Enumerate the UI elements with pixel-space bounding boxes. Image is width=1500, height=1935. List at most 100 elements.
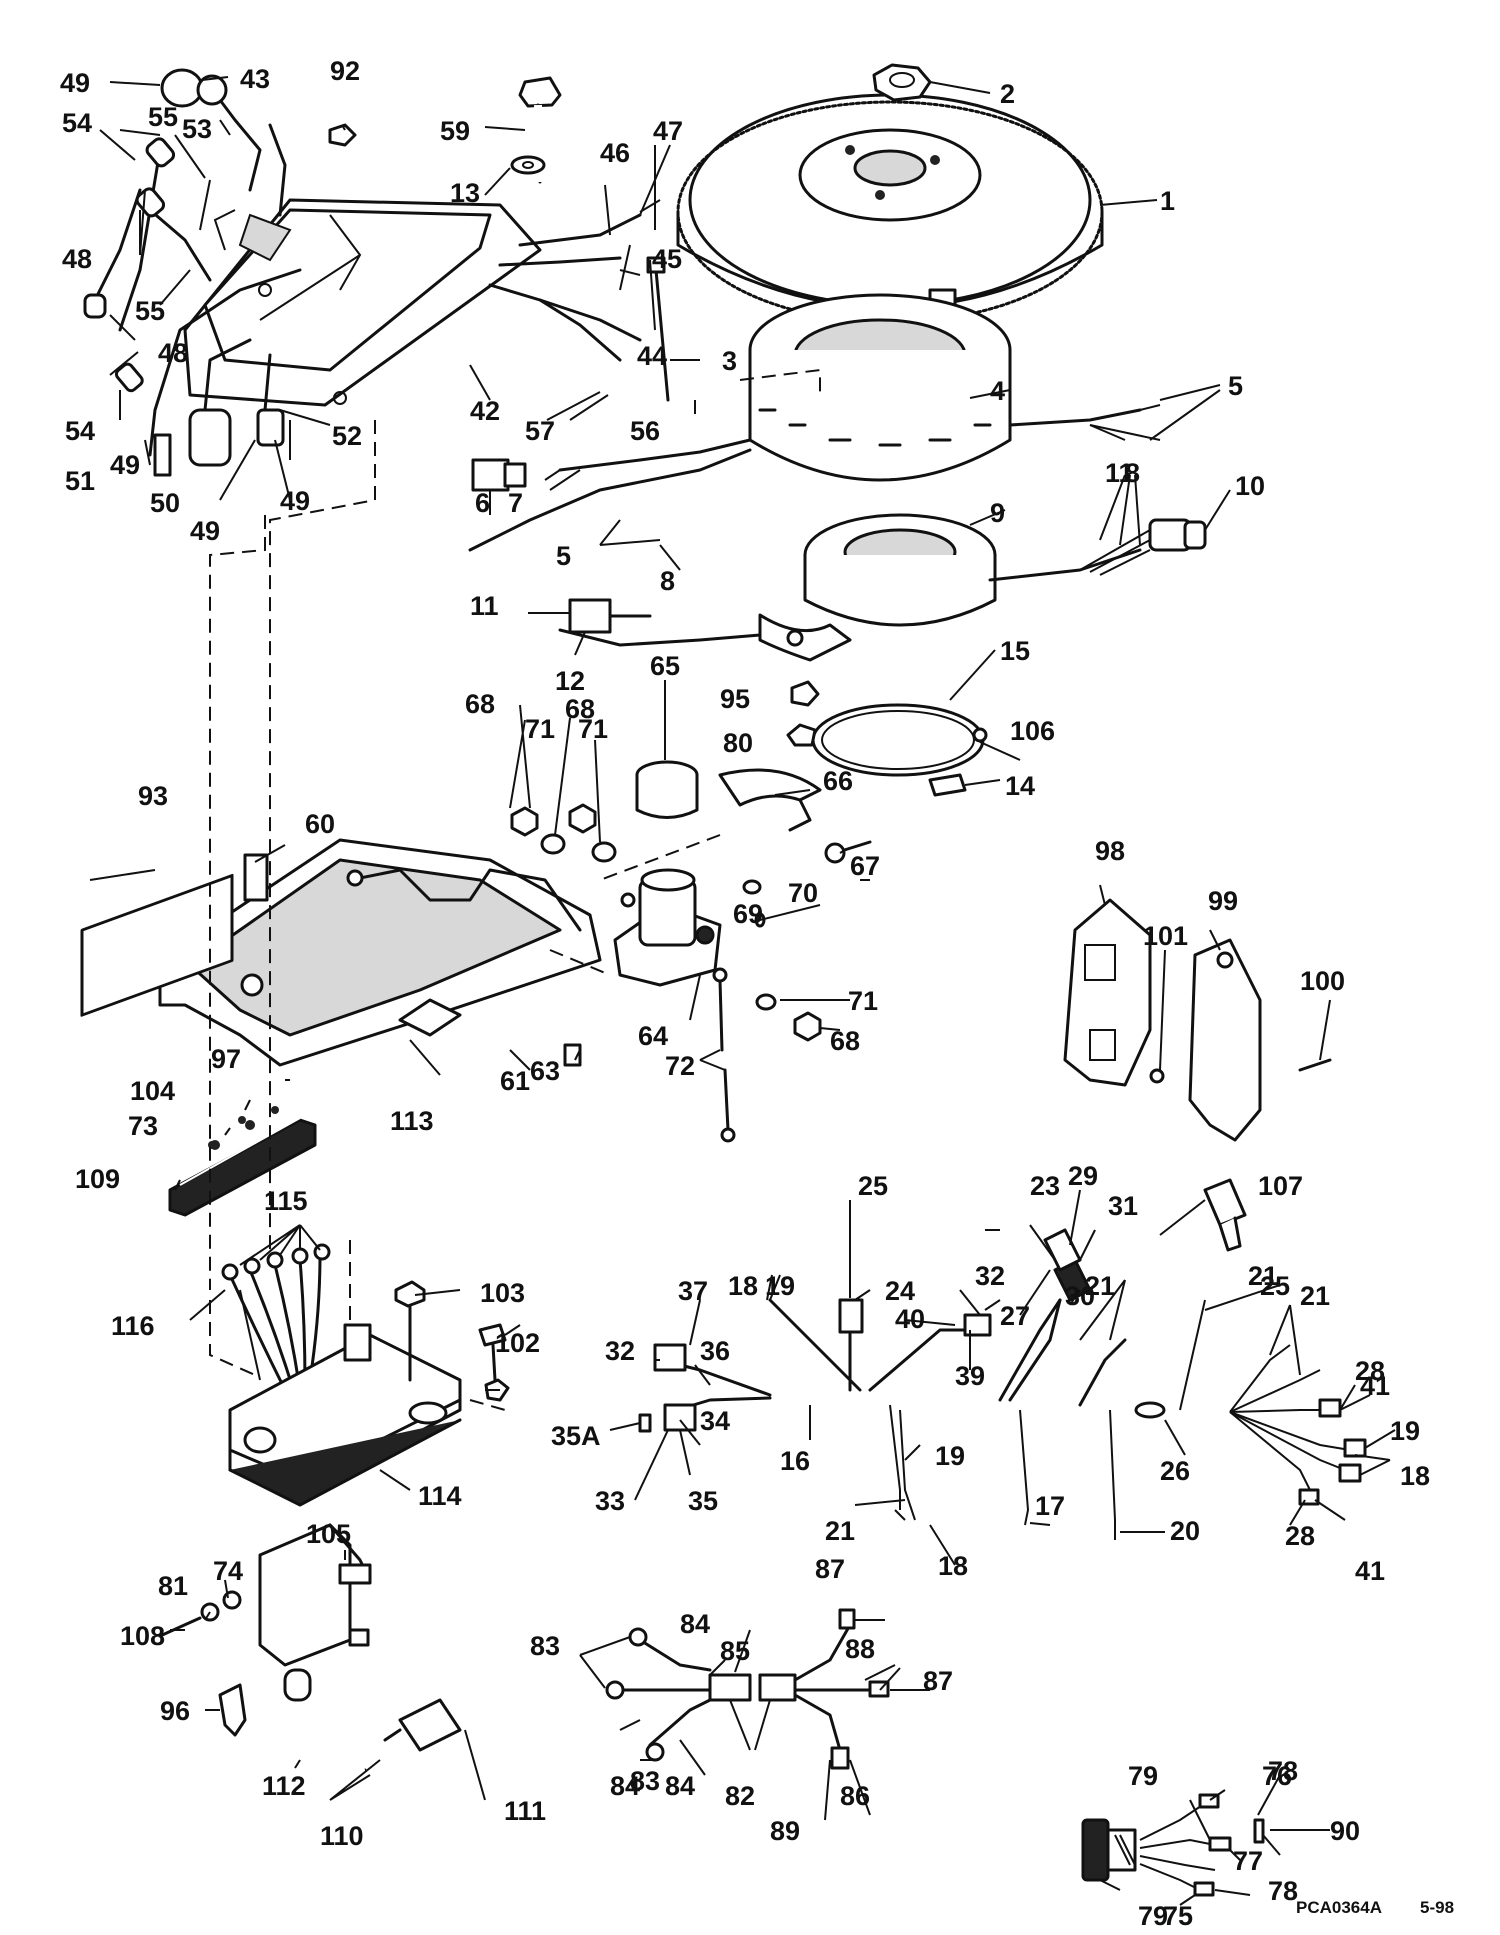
callout-27: 27 <box>1000 1301 1030 1331</box>
callout-9: 9 <box>990 498 1005 528</box>
callout-100: 100 <box>1300 966 1345 996</box>
callout-40: 40 <box>895 1304 925 1334</box>
callout-12: 12 <box>555 666 585 696</box>
callout-33: 33 <box>595 1486 625 1516</box>
assembly-lines <box>209 368 821 1411</box>
mounting-plate <box>158 838 602 1067</box>
stator-screw <box>646 256 670 402</box>
callout-18: 18 <box>1400 1461 1430 1491</box>
callout-53: 53 <box>182 114 212 144</box>
callout-115: 115 <box>264 1186 308 1216</box>
callout-5: 5 <box>556 541 571 571</box>
callout-25: 25 <box>858 1171 888 1201</box>
spark-plug-leads <box>218 1668 462 1783</box>
callout-leaders <box>484 81 1231 1261</box>
callout-57: 57 <box>525 416 555 446</box>
power-pack-wiring <box>93 78 661 457</box>
callout-59: 59 <box>440 116 470 146</box>
wiring-harness <box>658 1298 1351 1540</box>
footer-date: 5-98 <box>1420 1898 1454 1917</box>
callout-60: 60 <box>305 809 335 839</box>
callout-8: 8 <box>1125 458 1140 488</box>
callout-21: 21 <box>1085 1271 1115 1301</box>
callout-7: 7 <box>508 488 523 518</box>
callout-104: 104 <box>130 1076 175 1106</box>
callout-114: 114 <box>418 1481 462 1511</box>
callout-92: 92 <box>330 56 360 86</box>
callout-18: 18 <box>728 1271 758 1301</box>
callout-105: 105 <box>306 1519 351 1549</box>
callout-82: 82 <box>725 1781 755 1811</box>
callout-28: 28 <box>1285 1521 1315 1551</box>
callout-78: 78 <box>1268 1756 1298 1786</box>
callout-106: 106 <box>1010 716 1055 746</box>
callout-85: 85 <box>720 1636 750 1666</box>
callout-110: 110 <box>320 1821 364 1851</box>
callout-leaders-4 <box>89 680 1331 1491</box>
callout-65: 65 <box>650 651 680 681</box>
starter-solenoid <box>613 868 722 987</box>
callout-111: 111 <box>504 1796 546 1826</box>
bracket-and-cover <box>1063 898 1332 1142</box>
callout-93: 93 <box>138 781 168 811</box>
callout-19: 19 <box>765 1271 795 1301</box>
callout-17: 17 <box>1035 1491 1065 1521</box>
callout-49: 49 <box>280 486 310 516</box>
callout-43: 43 <box>240 64 270 94</box>
callout-31: 31 <box>1108 1191 1138 1221</box>
callout-67: 67 <box>850 851 880 881</box>
callout-72: 72 <box>665 1051 695 1081</box>
callout-49: 49 <box>190 516 220 546</box>
callout-79: 79 <box>1128 1761 1158 1791</box>
electronic-module <box>228 1323 462 1507</box>
callout-1: 1 <box>1160 186 1175 216</box>
callout-37: 37 <box>678 1276 708 1306</box>
callout-49: 49 <box>60 68 90 98</box>
callout-41: 41 <box>1355 1556 1385 1586</box>
footer-code: PCA0364A <box>1296 1898 1382 1917</box>
retaining-ring <box>811 703 985 777</box>
callout-20: 20 <box>1170 1516 1200 1546</box>
timer-base <box>758 513 997 662</box>
callout-74: 74 <box>213 1556 243 1586</box>
hardware-top <box>328 76 562 184</box>
callout-81: 81 <box>158 1571 188 1601</box>
callout-112: 112 <box>262 1771 306 1801</box>
callout-11: 11 <box>470 591 499 621</box>
power-pack <box>183 198 542 407</box>
callout-23: 23 <box>1030 1171 1060 1201</box>
stator-wires <box>468 404 1161 647</box>
callout-56: 56 <box>630 416 660 446</box>
callout-95: 95 <box>720 684 750 714</box>
callout-102: 102 <box>495 1328 540 1358</box>
callout-66: 66 <box>823 766 853 796</box>
callout-55: 55 <box>135 296 165 326</box>
callout-18: 18 <box>938 1551 968 1581</box>
callout-89: 89 <box>770 1816 800 1846</box>
callout-4: 4 <box>990 376 1005 406</box>
callout-84: 84 <box>665 1771 695 1801</box>
small-hardware <box>510 680 988 1067</box>
callout-99: 99 <box>1208 886 1238 916</box>
callout-83: 83 <box>630 1766 660 1796</box>
flywheel <box>676 93 1104 324</box>
connectors <box>471 458 1247 1252</box>
callout-77: 77 <box>1233 1846 1263 1876</box>
callout-54: 54 <box>65 416 95 446</box>
callout-29: 29 <box>1068 1161 1098 1191</box>
callout-86: 86 <box>840 1781 870 1811</box>
callout-52: 52 <box>332 421 362 451</box>
callout-15: 15 <box>1000 636 1030 666</box>
callout-113: 113 <box>390 1106 434 1136</box>
callout-36: 36 <box>700 1336 730 1366</box>
callout-39: 39 <box>955 1361 985 1391</box>
callout-35: 35 <box>688 1486 718 1516</box>
callout-leaders-3 <box>99 76 711 1501</box>
callout-83: 83 <box>530 1631 560 1661</box>
callout-107: 107 <box>1258 1171 1303 1201</box>
callout-73: 73 <box>128 1111 158 1141</box>
callout-101: 101 <box>1143 921 1188 951</box>
callout-28: 28 <box>1355 1356 1385 1386</box>
callout-71: 71 <box>525 714 555 744</box>
